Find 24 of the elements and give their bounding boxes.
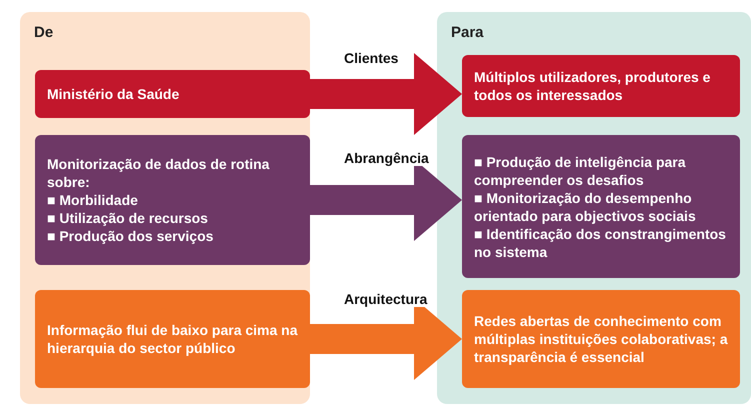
box-text: ■ Morbilidade: [47, 191, 139, 209]
edge-label: Abrangência: [341, 150, 432, 166]
box-text: Ministério da Saúde: [47, 85, 180, 103]
box-text: Informação flui de baixo para cima na hierarquia do sector público: [47, 321, 298, 357]
box-text: Redes abertas de conhecimento com múltiplas instituições colaborativas; a transparência é essencial: [474, 312, 728, 366]
text-box: [35, 70, 310, 118]
box-text: Múltiplos utilizadores, produtores e todos os interessados: [474, 68, 712, 104]
column-heading: De: [34, 24, 54, 41]
edge-label: Arquitectura: [341, 291, 430, 307]
box-text: ■ Produção dos serviços: [47, 227, 214, 245]
text-box: [35, 290, 310, 388]
block-arrow: [310, 53, 462, 135]
box-text: Monitorização de dados de rotina sobre:: [47, 155, 270, 191]
box-text: ■ Monitorização do desempenho orientado para objectivos sociais: [474, 188, 697, 224]
text-box: [35, 135, 310, 265]
text-box: [462, 55, 740, 117]
box-text: ■ Identificação dos constrangimentos no sistema: [474, 224, 727, 260]
column-panel: [437, 12, 751, 404]
box-text: ■ Utilização de recursos: [47, 209, 209, 227]
text-box: [462, 135, 740, 278]
column-heading: Para: [451, 24, 484, 41]
column-panel: [20, 12, 310, 404]
text-box: [462, 290, 740, 388]
box-text: ■ Produção de inteligência para compreender os desafios: [474, 152, 687, 188]
